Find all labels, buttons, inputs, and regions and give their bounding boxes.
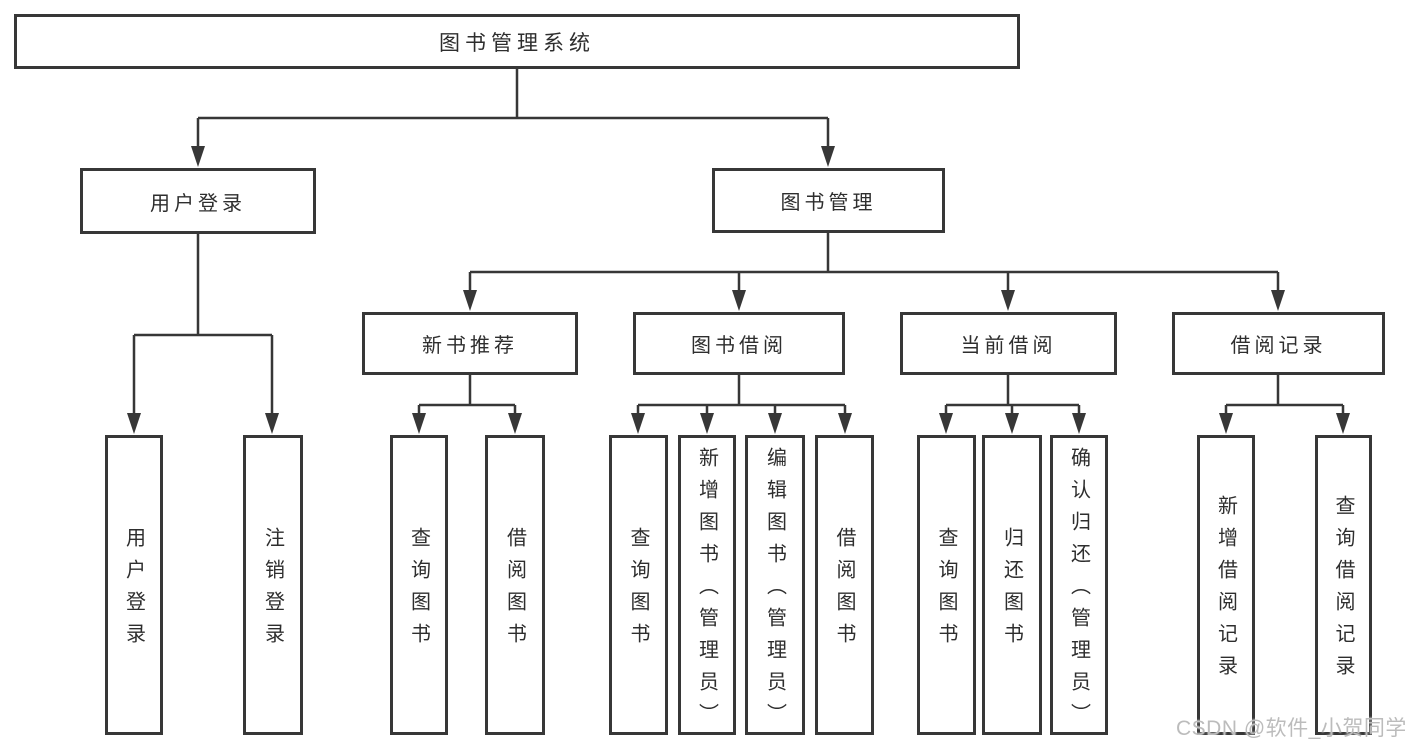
- leaf-user-login: 用户登录: [105, 435, 163, 735]
- leaf-query-books-current: 查询图书: [917, 435, 976, 735]
- leaf-query-borrow-record: 查询借阅记录: [1315, 435, 1372, 735]
- node-library-management-system: 图书管理系统: [14, 14, 1020, 69]
- leaf-query-books-borrowing: 查询图书: [609, 435, 668, 735]
- leaf-return-books: 归还图书: [982, 435, 1042, 735]
- node-new-book-recommendation: 新书推荐: [362, 312, 578, 375]
- leaf-query-books-recommendation: 查询图书: [390, 435, 448, 735]
- node-book-borrowing: 图书借阅: [633, 312, 845, 375]
- node-book-management: 图书管理: [712, 168, 945, 233]
- node-current-borrowing: 当前借阅: [900, 312, 1117, 375]
- leaf-edit-books-admin: 编辑图书（管理员）: [745, 435, 805, 735]
- leaf-confirm-return-admin: 确认归还（管理员）: [1050, 435, 1108, 735]
- leaf-add-borrow-record: 新增借阅记录: [1197, 435, 1255, 735]
- node-borrowing-records: 借阅记录: [1172, 312, 1385, 375]
- node-user-login: 用户登录: [80, 168, 316, 234]
- leaf-borrow-books-recommendation: 借阅图书: [485, 435, 545, 735]
- csdn-watermark: CSDN @软件_小贺同学: [1176, 717, 1405, 740]
- leaf-logout: 注销登录: [243, 435, 303, 735]
- leaf-add-books-admin: 新增图书（管理员）: [678, 435, 736, 735]
- arrowheads: [127, 146, 1350, 434]
- leaf-borrow-books-borrowing: 借阅图书: [815, 435, 874, 735]
